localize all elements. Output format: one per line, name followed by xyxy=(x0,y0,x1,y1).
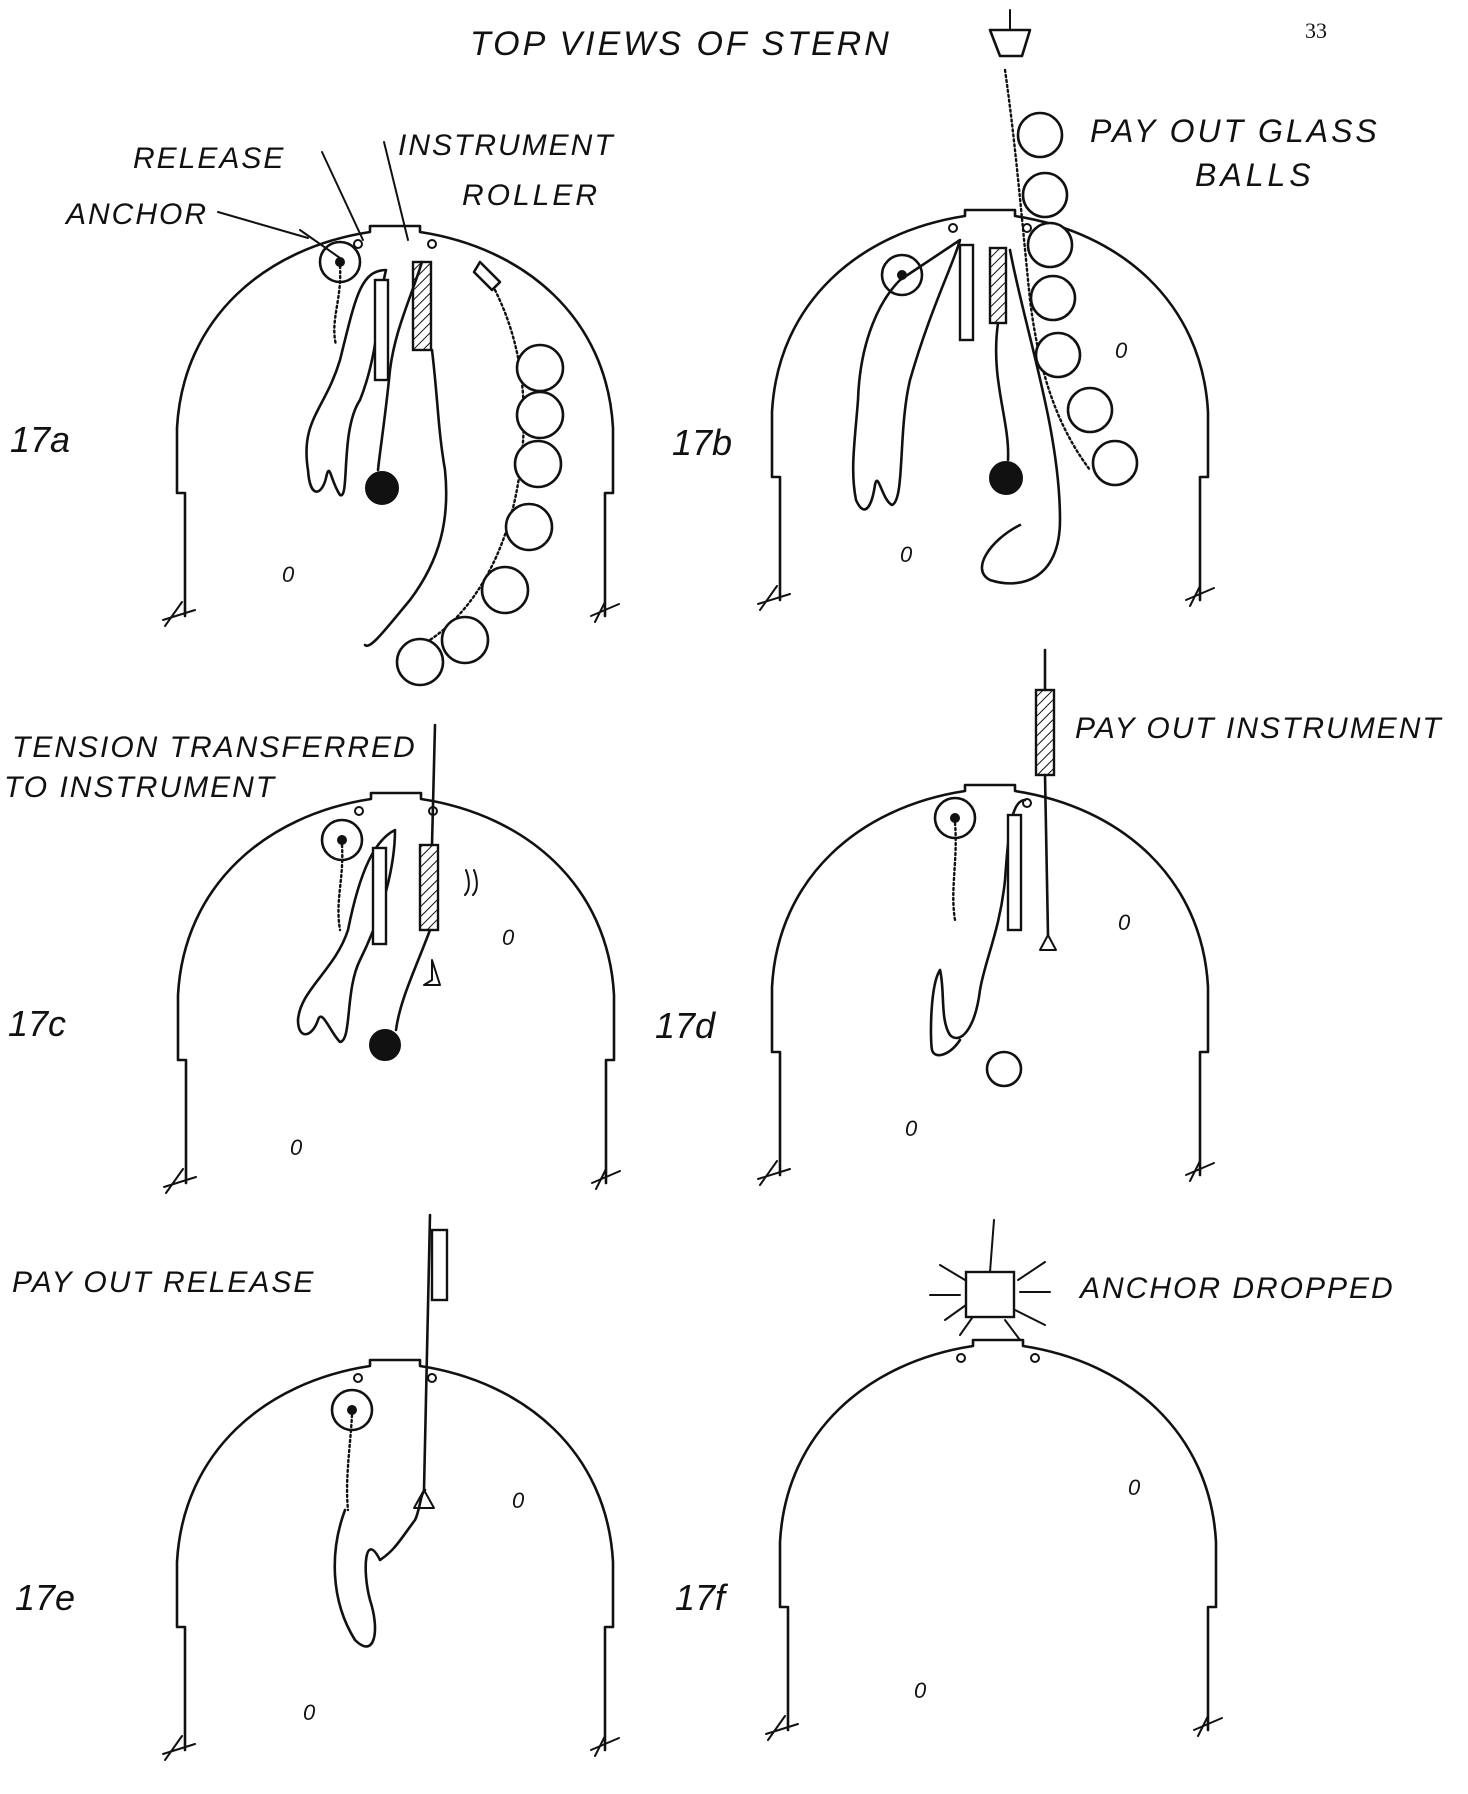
roller xyxy=(474,262,500,290)
svg-text:0: 0 xyxy=(502,925,515,950)
float-top xyxy=(990,30,1030,56)
svg-text:0: 0 xyxy=(1118,910,1131,935)
panel-label-17c: 17c xyxy=(8,1003,66,1044)
svg-text:0: 0 xyxy=(1115,338,1128,363)
panel-label-17d: 17d xyxy=(655,1005,716,1046)
panel-17f: ANCHOR DROPPED 17f 0 0 xyxy=(675,1220,1395,1740)
svg-text:0: 0 xyxy=(282,562,295,587)
release-canister xyxy=(432,1230,447,1300)
svg-text:0: 0 xyxy=(914,1678,927,1703)
release-canister xyxy=(1008,815,1021,930)
svg-text:0: 0 xyxy=(1128,1475,1141,1500)
panel-17b: PAY OUT GLASS BALLS 17b 0 0 xyxy=(672,10,1380,610)
svg-text:0: 0 xyxy=(512,1488,525,1513)
label-roller: ROLLER xyxy=(462,179,600,212)
release-canister xyxy=(960,245,973,340)
weight xyxy=(366,472,398,504)
release-canister xyxy=(373,848,386,944)
instrument-body xyxy=(990,248,1006,323)
svg-text:0: 0 xyxy=(303,1700,316,1725)
caption-17b-line1: PAY OUT GLASS xyxy=(1090,113,1380,149)
weight xyxy=(370,1030,400,1060)
caption-17e-line1: PAY OUT RELEASE xyxy=(12,1266,315,1299)
page-number: 33 xyxy=(1305,18,1327,43)
panel-17d: PAY OUT INSTRUMENT 17d 0 0 xyxy=(655,650,1443,1185)
instrument-body xyxy=(413,262,431,350)
caption-17c-line1: TENSION TRANSFERRED xyxy=(12,731,417,764)
label-anchor: ANCHOR xyxy=(64,198,208,231)
panel-label-17a: 17a xyxy=(10,419,70,460)
caption-17d-line1: PAY OUT INSTRUMENT xyxy=(1075,712,1443,745)
panel-label-17e: 17e xyxy=(15,1577,75,1618)
label-instrument: INSTRUMENT xyxy=(398,129,615,162)
page-title: TOP VIEWS OF STERN xyxy=(470,25,892,63)
release-hook xyxy=(424,960,440,985)
panel-17a: RELEASE INSTRUMENT ROLLER ANCHOR 17a 0 xyxy=(10,129,619,685)
release-canister xyxy=(375,280,388,380)
panel-17c: TENSION TRANSFERRED TO INSTRUMENT 17c 0 … xyxy=(4,725,620,1193)
caption-17f-line1: ANCHOR DROPPED xyxy=(1078,1272,1395,1305)
svg-text:0: 0 xyxy=(900,542,913,567)
weight xyxy=(990,462,1022,494)
caption-17c-line2: TO INSTRUMENT xyxy=(4,771,277,804)
panel-17e: PAY OUT RELEASE 17e 0 0 xyxy=(12,1215,619,1760)
anchor-dropped-splash xyxy=(966,1272,1014,1317)
release-hook xyxy=(1040,935,1056,950)
caption-17b-line2: BALLS xyxy=(1195,157,1315,193)
svg-text:0: 0 xyxy=(905,1116,918,1141)
panel-label-17b: 17b xyxy=(672,422,732,463)
instrument-body xyxy=(1036,690,1054,775)
label-release: RELEASE xyxy=(133,142,285,175)
panel-label-17f: 17f xyxy=(675,1577,729,1618)
svg-text:0: 0 xyxy=(290,1135,303,1160)
instrument-body xyxy=(420,845,438,930)
